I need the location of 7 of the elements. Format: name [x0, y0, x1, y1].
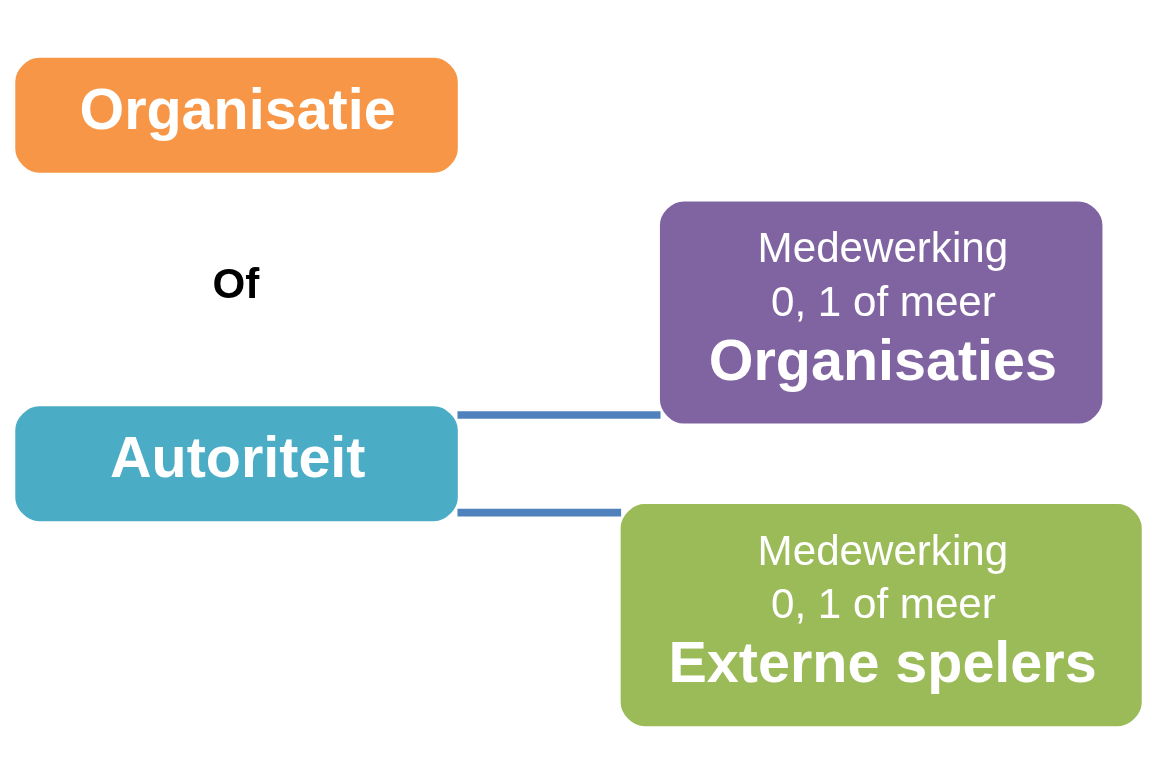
connector	[457, 508, 622, 517]
node-box: Organisatie	[15, 57, 458, 173]
node-box: Medewerking 0, 1 of meer Externe spelers	[620, 503, 1142, 726]
node-box: Medewerking 0, 1 of meer Organisaties	[659, 200, 1103, 424]
connector	[457, 410, 661, 419]
node-box: Autoriteit	[15, 405, 458, 521]
label: Of	[212, 259, 260, 307]
